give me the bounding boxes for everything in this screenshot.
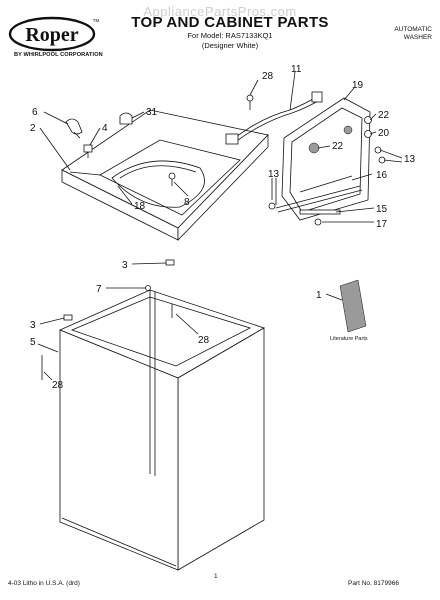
callout-22-upper: 22 [378,110,390,121]
clip-part[interactable] [119,112,133,125]
cabinet-part[interactable] [58,289,265,571]
lid-bumper-part[interactable] [364,116,372,138]
callout-3-lower: 3 [30,320,36,331]
page-title: TOP AND CABINET PARTS [131,14,329,31]
brand-trademark: TM [93,18,100,23]
callout-3-upper: 3 [122,260,128,271]
callout-28-side: 28 [52,380,64,391]
top-panel-part[interactable] [61,109,269,241]
callout-31: 31 [146,107,158,118]
page-number: 1 [214,573,218,580]
lid-hinge-part[interactable] [65,118,83,139]
callout-6: 6 [32,107,38,118]
cabinet-screw-part[interactable] [41,285,173,381]
part-number: Part No. 8179966 [348,580,399,587]
callout-18: 18 [134,201,146,212]
watermark: AppliancePartsPros.com [143,4,297,19]
callout-13-left: 13 [268,169,280,180]
callout-7: 7 [96,284,102,295]
screw-part[interactable] [168,172,176,186]
callout-5: 5 [30,337,36,348]
brand-byline: BY WHIRLPOOL CORPORATION [14,52,103,58]
appliance-category: AUTOMATIC WASHER [360,26,432,42]
callout-1: 1 [316,290,322,301]
callout-20: 20 [378,128,390,139]
lid-assembly-part[interactable] [281,97,371,221]
callout-19: 19 [352,80,364,91]
lid-spring-part[interactable] [299,209,341,226]
lid-hinge-rod-part[interactable] [275,185,363,213]
callout-11: 11 [291,64,302,75]
callout-28-screw: 28 [262,71,274,82]
literature-label: Literature Parts [330,336,368,342]
callout-2: 2 [30,123,36,134]
callout-8: 8 [184,197,190,208]
callout-16: 16 [376,170,388,181]
hinge-bushing-part[interactable] [83,144,93,158]
wire-harness-part[interactable] [225,91,323,145]
cabinet-clip-part[interactable] [63,259,175,321]
category-line-2: WASHER [403,34,432,41]
callout-13-right: 13 [404,154,416,165]
model-info: For Model: RAS7133KQ1 (Designer White) [150,31,310,51]
category-line-1: AUTOMATIC [394,26,432,33]
roper-logo: Roper TM [8,14,100,54]
hinge-pin-part[interactable] [268,146,386,210]
print-note: 4-03 Litho in U.S.A. (drd) [8,580,80,587]
callout-17: 17 [376,219,388,230]
leader-lines [37,71,403,381]
callout-4: 4 [102,123,108,134]
variant-line: (Designer White) [201,41,259,50]
model-line: For Model: RAS7133KQ1 [187,31,273,40]
screw-28-part[interactable] [246,94,254,110]
callout-numbers: 28 11 19 6 31 22 2 4 20 22 13 13 16 8 18… [30,64,416,391]
callout-22-lower: 22 [332,141,344,152]
callout-15: 15 [376,204,388,215]
literature-part[interactable]: Literature Parts [330,279,368,342]
callout-28-cabinet: 28 [198,335,210,346]
brand-name: Roper [25,24,78,46]
